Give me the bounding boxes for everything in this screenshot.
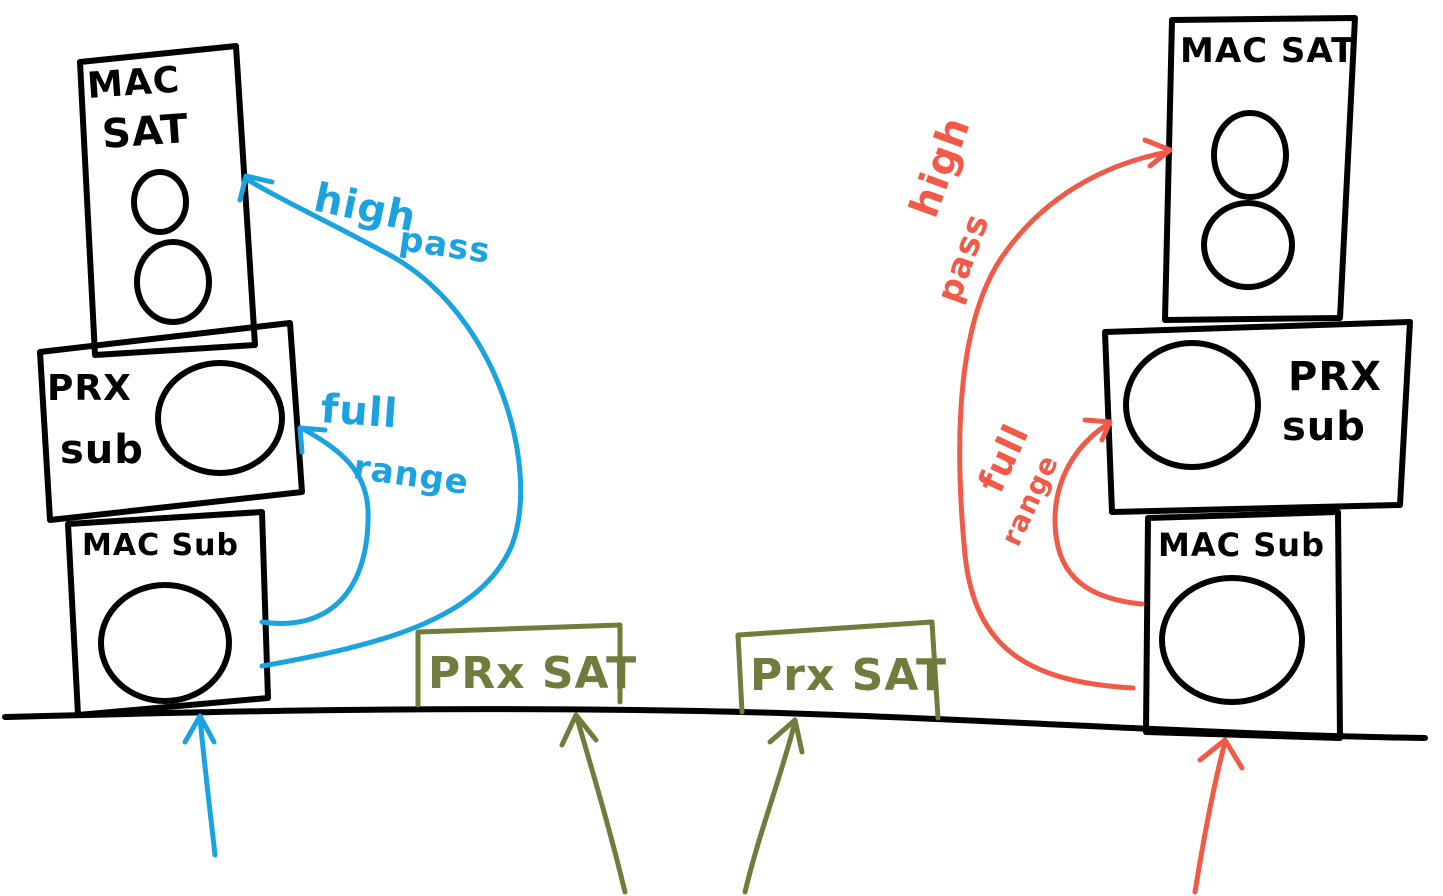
floor-prx-sat-arrow-left [559, 712, 628, 895]
right-mac-sat-box [1162, 15, 1358, 323]
left-mac-sat-label-1: MAC [86, 60, 182, 107]
left-mac-sat-box [77, 43, 258, 358]
right-high-pass-arrow [957, 137, 1173, 691]
left-mac-sat-woofer-icon [134, 239, 212, 325]
right-full-range-arrow [1052, 417, 1145, 607]
left-prx-sub-box [37, 320, 305, 523]
floor-prx-sat-label-right: Prx SAT [750, 650, 947, 701]
left-mac-sub-woofer-icon [98, 582, 232, 704]
right-mac-sub-label: MAC Sub [1158, 526, 1325, 564]
right-mac-sub-box [1143, 509, 1343, 741]
floor-prx-sat-arrow-right [742, 717, 805, 895]
left-mac-sub-label: MAC Sub [82, 528, 239, 563]
right-input-arrow [1192, 737, 1245, 895]
right-prx-sub-woofer-icon [1123, 340, 1261, 470]
right-pass-label: pass [929, 208, 998, 308]
left-range-label: range [351, 447, 472, 503]
left-prx-sub-label-2: sub [60, 427, 144, 473]
right-prx-sub-box [1102, 319, 1413, 515]
right-prx-sub-label-2: sub [1282, 404, 1366, 450]
left-pass-label: pass [397, 219, 493, 271]
right-mac-sat-label: MAC SAT [1180, 31, 1355, 71]
floor-sats: PRx SAT Prx SAT [415, 619, 947, 895]
right-mac-sub-woofer-icon [1159, 575, 1305, 705]
floor-prx-sat-box-right [735, 619, 941, 721]
right-high-label: high [901, 111, 980, 224]
left-stack: MAC SAT PRX sub MAC Sub high pass full r… [37, 43, 524, 858]
left-full-range-arrow [259, 425, 371, 626]
left-mac-sat-label-2: SAT [100, 106, 190, 158]
floor-prx-sat-label-left: PRx SAT [428, 648, 637, 699]
left-mac-sat-tweeter-icon [131, 169, 189, 235]
right-stack: MAC SAT PRX sub MAC Sub high pass full r… [901, 15, 1413, 895]
left-mac-sub-box [65, 509, 271, 718]
floor-prx-sat-box-left [415, 622, 623, 708]
left-prx-sub-label-1: PRX [47, 368, 132, 409]
left-prx-sub-woofer-icon [155, 360, 285, 476]
right-mac-sat-lower-driver-icon [1201, 200, 1295, 290]
left-full-label: full [319, 386, 399, 437]
right-mac-sat-upper-driver-icon [1211, 110, 1289, 200]
left-input-arrow [182, 713, 218, 858]
left-high-pass-arrow [237, 173, 524, 669]
right-prx-sub-label-1: PRX [1288, 354, 1382, 400]
